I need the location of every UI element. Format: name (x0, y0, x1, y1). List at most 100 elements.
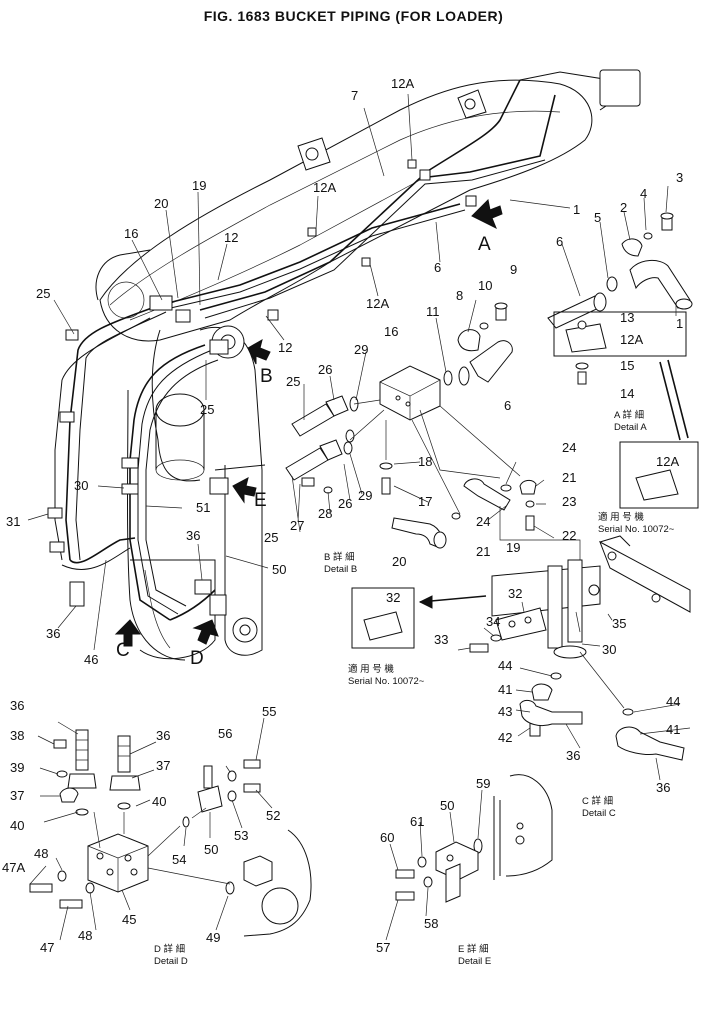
callout-46: 46 (84, 652, 98, 667)
serial-caption-jp: 適 用 号 機 (348, 663, 394, 675)
callout-12: 12 (224, 230, 238, 245)
callout-30: 30 (74, 478, 88, 493)
callout-12a: 12A (391, 76, 414, 91)
detail-c-caption-jp: C 詳 細 (582, 795, 613, 807)
callout-12a: 12A (620, 332, 643, 347)
callout-12a: 12A (313, 180, 336, 195)
serial-caption: Serial No. 10072~ (348, 676, 425, 687)
callout-25: 25 (36, 286, 50, 301)
boom-arm-assembly (27, 69, 641, 661)
callout-28: 28 (318, 506, 332, 521)
callout-17: 17 (418, 494, 432, 509)
callout-10: 10 (478, 278, 492, 293)
callout-34: 34 (486, 614, 500, 629)
callout-36: 36 (156, 728, 170, 743)
callout-52: 52 (266, 808, 280, 823)
callout-36: 36 (186, 528, 200, 543)
callout-36: 36 (566, 748, 580, 763)
callout-38: 38 (10, 728, 24, 743)
callout-32: 32 (508, 586, 522, 601)
callout-24: 24 (476, 514, 490, 529)
callout-49: 49 (206, 930, 220, 945)
callout-9: 9 (510, 262, 517, 277)
detail-d-caption: Detail D (154, 956, 188, 967)
callout-44: 44 (498, 658, 512, 673)
callout-50: 50 (272, 562, 286, 577)
callout-33: 33 (434, 632, 448, 647)
detail-c-caption: Detail C (582, 808, 616, 819)
callout-36: 36 (656, 780, 670, 795)
callout-21: 21 (476, 544, 490, 559)
callout-48: 48 (78, 928, 92, 943)
callout-41: 41 (666, 722, 680, 737)
view-arrow-a-label: A (478, 234, 491, 255)
callout-53: 53 (234, 828, 248, 843)
callout-23: 23 (562, 494, 576, 509)
callout-21: 21 (562, 470, 576, 485)
callout-24: 24 (562, 440, 576, 455)
callout-26: 26 (318, 362, 332, 377)
callout-12a: 12A (656, 454, 679, 469)
callout-6: 6 (504, 398, 511, 413)
callout-40: 40 (10, 818, 24, 833)
callout-51: 51 (196, 500, 210, 515)
callout-25: 25 (200, 402, 214, 417)
callout-60: 60 (380, 830, 394, 845)
callout-40: 40 (152, 794, 166, 809)
callout-19: 19 (506, 540, 520, 555)
detail-b-caption: Detail B (324, 564, 357, 575)
callout-61: 61 (410, 814, 424, 829)
detail-a-caption-jp: A 詳 細 (614, 409, 644, 421)
callout-16: 16 (384, 324, 398, 339)
callout-26: 26 (338, 496, 352, 511)
callout-37: 37 (10, 788, 24, 803)
callout-15: 15 (620, 358, 634, 373)
callout-41: 41 (498, 682, 512, 697)
callout-7: 7 (351, 88, 358, 103)
serial-caption: Serial No. 10072~ (598, 524, 675, 535)
detail-e (385, 774, 553, 941)
callout-1: 1 (573, 202, 580, 217)
callout-4: 4 (640, 186, 647, 201)
callout-59: 59 (476, 776, 490, 791)
detail-c (351, 535, 691, 781)
callout-36: 36 (10, 698, 24, 713)
callout-50: 50 (440, 798, 454, 813)
view-arrow-c-label: C (116, 640, 130, 661)
callout-1: 1 (676, 316, 683, 331)
callout-44: 44 (666, 694, 680, 709)
callout-18: 18 (418, 454, 432, 469)
callout-6: 6 (556, 234, 563, 249)
callout-35: 35 (612, 616, 626, 631)
callout-47a: 47A (2, 860, 25, 875)
detail-a-caption: Detail A (614, 422, 647, 433)
callout-47: 47 (40, 940, 54, 955)
callout-2: 2 (620, 200, 627, 215)
callout-50: 50 (204, 842, 218, 857)
callout-12: 12 (278, 340, 292, 355)
callout-8: 8 (456, 288, 463, 303)
callout-11: 11 (426, 304, 440, 319)
callout-20: 20 (392, 554, 406, 569)
view-arrow-b-label: B (260, 366, 273, 387)
callout-48: 48 (34, 846, 48, 861)
callout-43: 43 (498, 704, 512, 719)
view-arrows (114, 198, 503, 647)
callout-5: 5 (594, 210, 601, 225)
callout-42: 42 (498, 730, 512, 745)
callout-29: 29 (354, 342, 368, 357)
callout-19: 19 (192, 178, 206, 193)
callout-13: 13 (620, 310, 634, 325)
callout-14: 14 (620, 386, 634, 401)
callout-29: 29 (358, 488, 372, 503)
detail-b-caption-jp: B 詳 細 (324, 551, 355, 563)
callout-20: 20 (154, 196, 168, 211)
figure-title: FIG. 1683 BUCKET PIPING (FOR LOADER) (203, 8, 504, 24)
callout-3: 3 (676, 170, 683, 185)
callout-25: 25 (264, 530, 278, 545)
callout-56: 56 (218, 726, 232, 741)
callout-39: 39 (10, 760, 24, 775)
detail-d-caption-jp: D 詳 細 (154, 943, 185, 955)
callout-45: 45 (122, 912, 136, 927)
